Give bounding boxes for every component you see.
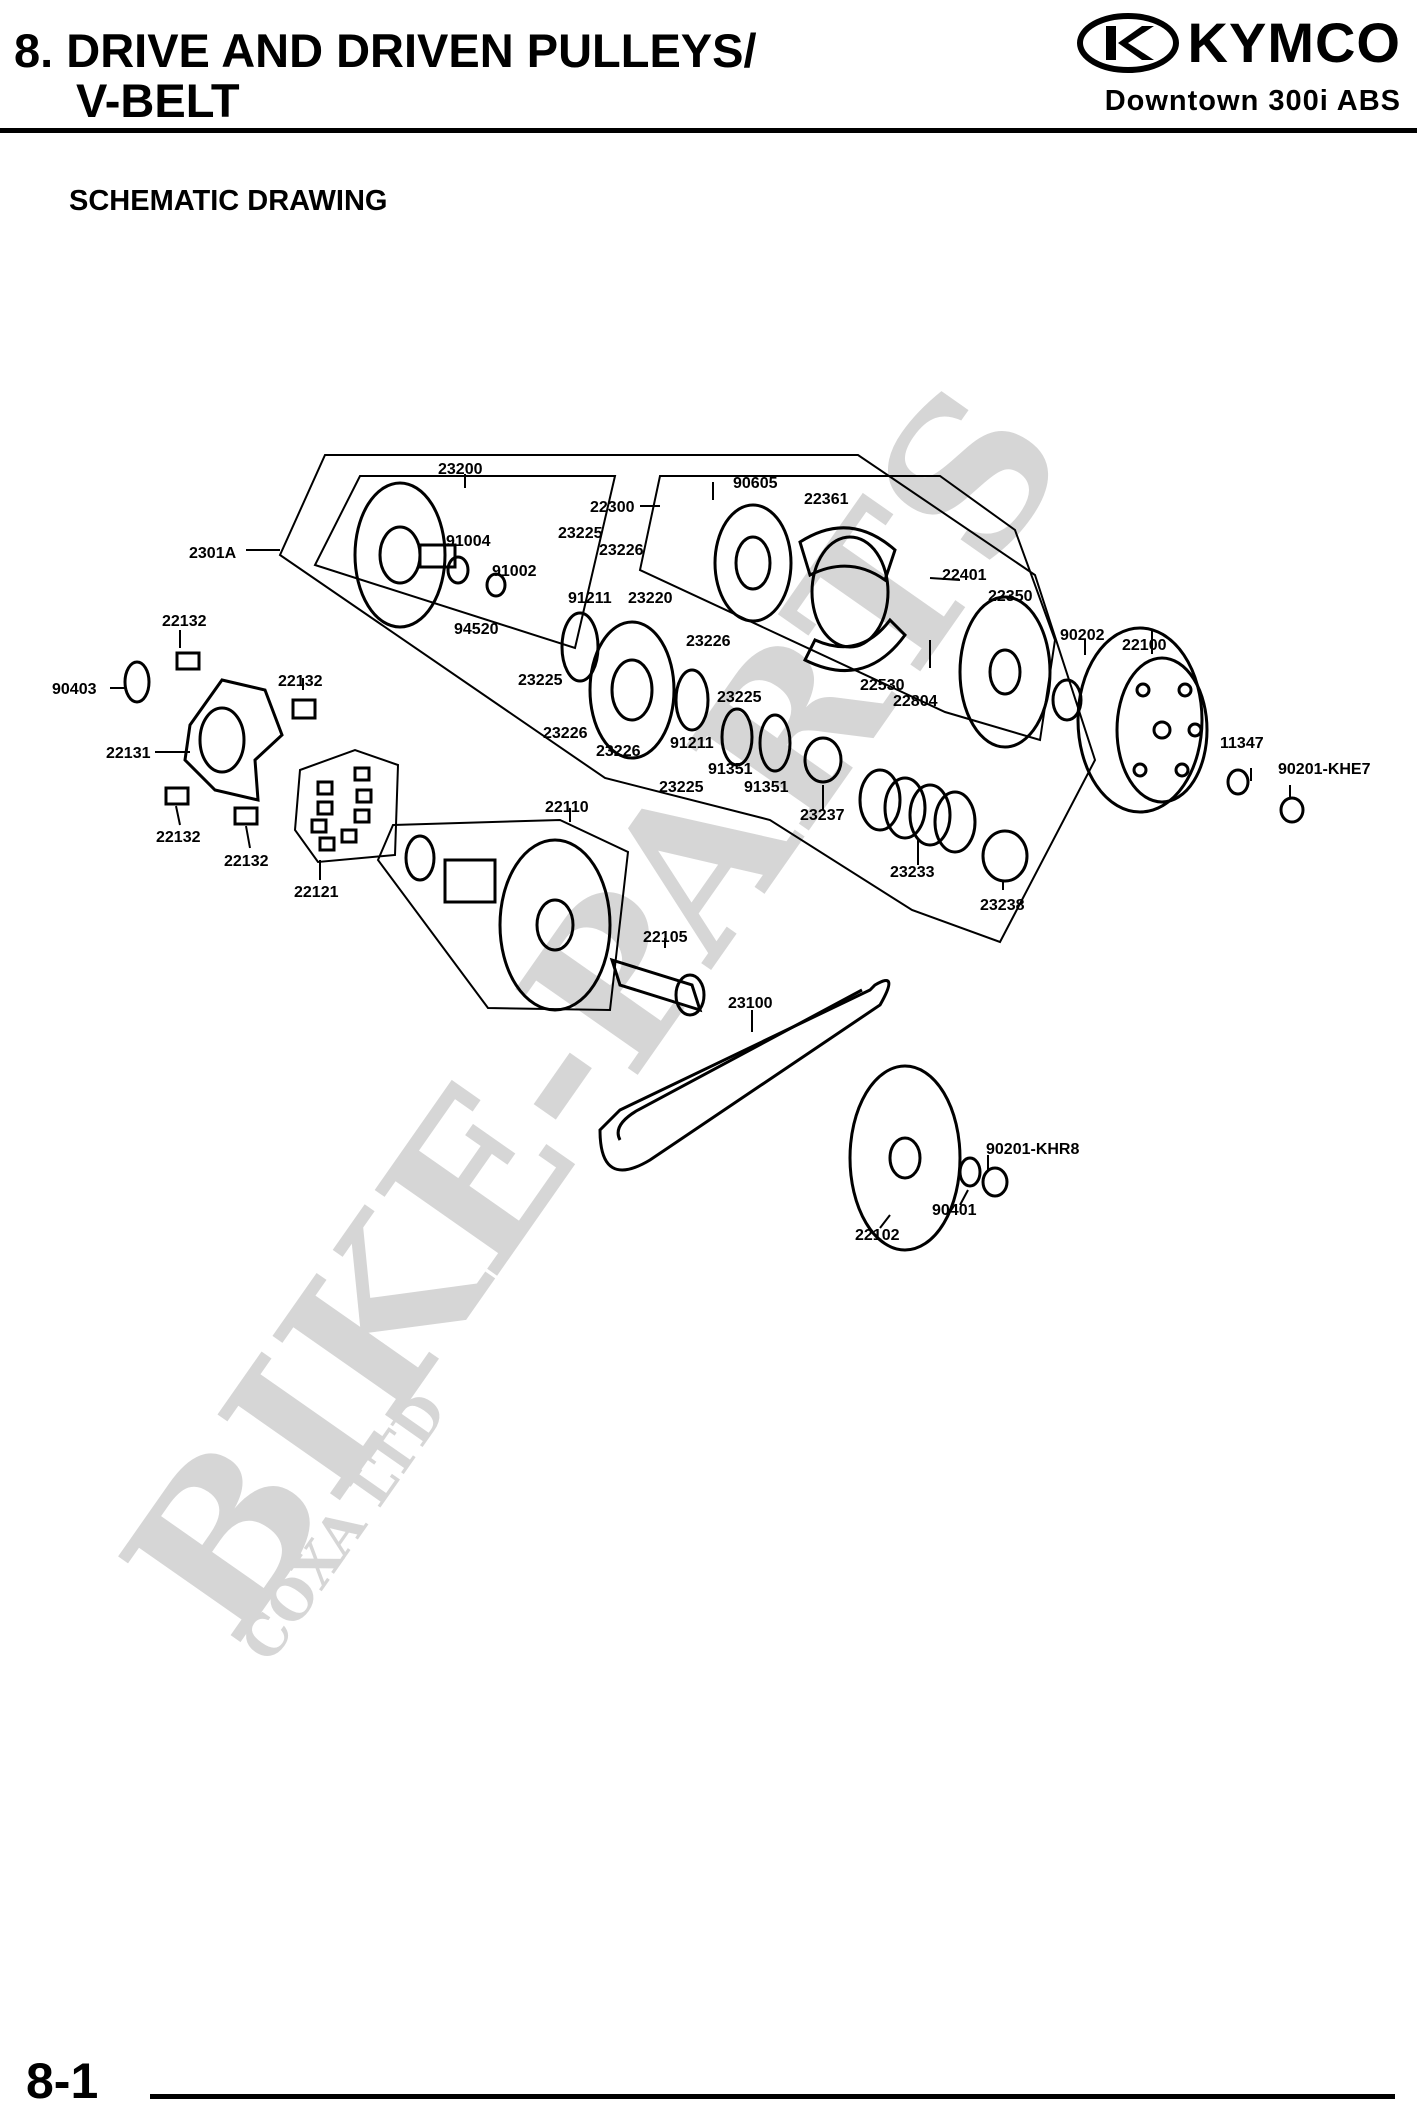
footer-rule [150,2094,1395,2099]
part-label: 90201-KHE7 [1278,761,1371,778]
part-label: 22300 [590,499,635,516]
part-label: 22804 [893,693,938,710]
diagram-outlines [278,454,1097,1012]
part-label: 22350 [988,588,1033,605]
diagram-parts [123,481,1305,1252]
part-label: 23226 [543,725,588,742]
brand-block: KYMCO Downtown 300i ABS [1076,10,1401,118]
part-label: 90201-KHR8 [986,1141,1079,1158]
part-label: 22132 [278,673,323,690]
page-number: 8-1 [26,2053,99,2109]
chapter-title-line1: 8. DRIVE AND DRIVEN PULLEYS/ [14,24,757,77]
part-label: 22361 [804,491,849,508]
part-label: 94520 [454,621,499,638]
header-rule [0,128,1417,133]
section-title: SCHEMATIC DRAWING [69,185,388,217]
part-label: 23100 [728,995,773,1012]
part-label: 91211 [670,735,714,752]
part-label: 23226 [686,633,731,650]
part-label: 2301A [189,545,237,562]
part-label: 90401 [932,1202,977,1219]
model-name: Downtown 300i ABS [1104,85,1401,117]
part-label: 91211 [568,590,612,607]
part-label: 91002 [492,563,537,580]
chapter-title: 8. DRIVE AND DRIVEN PULLEYS/ V-BELT [14,26,757,126]
part-label: 22102 [855,1227,900,1244]
part-label: 22110 [545,799,589,816]
part-label: 91351 [744,779,789,796]
part-label: 22105 [643,929,688,946]
part-label: 23225 [518,672,563,689]
brand-name: KYMCO [1187,11,1401,74]
part-label: 22401 [942,567,987,584]
part-label: 23233 [890,864,935,881]
part-label: 91351 [708,761,753,778]
part-label: 22132 [162,613,207,630]
chapter-title-line2: V-BELT [76,74,240,127]
part-label: 22530 [860,677,905,694]
part-label: 23220 [628,590,673,607]
leader-lines [110,474,1291,1229]
part-label: 23226 [596,743,641,760]
part-label: 91004 [446,533,491,550]
part-label: 22100 [1122,637,1167,654]
part-label: 22131 [106,745,151,762]
part-label: 23238 [980,897,1025,914]
part-label: 23225 [659,779,704,796]
part-label: 23226 [599,542,644,559]
part-label: 22132 [156,829,201,846]
part-label: 11347 [1220,735,1264,752]
part-label: 22121 [294,884,339,901]
part-labels: 23200 22300 90605 22361 2301A 91004 9100… [52,461,1371,1244]
part-label: 23200 [438,461,483,478]
part-label: 23225 [558,525,603,542]
part-label: 22132 [224,853,269,870]
part-label: 23237 [800,807,845,824]
part-label: 90202 [1060,627,1105,644]
part-label: 90403 [52,681,97,698]
kymco-emblem-icon [1076,12,1179,73]
part-label: 90605 [733,475,778,492]
part-label: 23225 [717,689,762,706]
brand-logo: KYMCO [1076,10,1401,75]
